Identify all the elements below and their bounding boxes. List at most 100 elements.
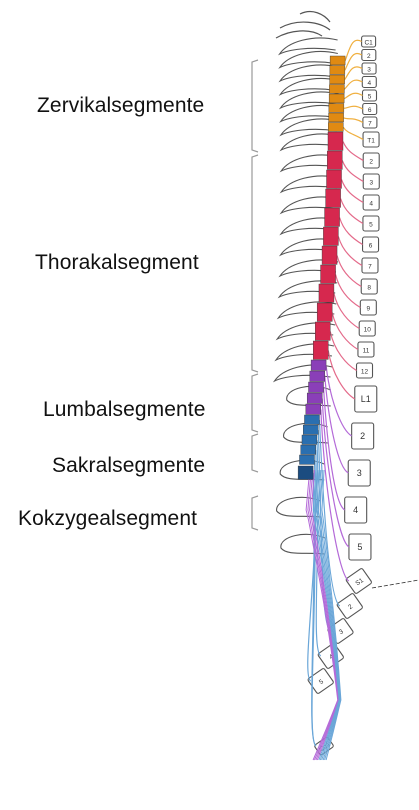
cord-segment-coccygeal-1 [298,466,313,479]
vertebra-thoracic-1: T1 [363,132,379,147]
skull-base [276,12,330,38]
cord-segment-sacral-3 [302,435,317,444]
vertebra-cervical-3: 3 [362,63,376,74]
bracket-thoracic [252,155,258,372]
vertebra-label: C1 [364,40,373,47]
vertebra-label: 6 [369,243,373,250]
nerve-root-thoracic [334,294,359,329]
nerve-root-lumbar [326,366,352,437]
nerve-root-thoracic [343,142,363,161]
vertebra-label: 12 [361,369,369,376]
nerve-root-thoracic [328,351,355,400]
vertebra-cervical-6: 6 [363,104,377,115]
vertebra-cervical-4: 4 [362,77,376,88]
vertebra-label: 3 [367,67,371,74]
vertebra-label: 4 [369,201,373,208]
vertebra-thoracic-2: 2 [363,153,379,168]
cord-segment-thoracic-1 [328,132,343,150]
vertebra-label: L1 [361,394,371,404]
label-thoracic: Thorakalsegment [35,251,199,275]
bracket-lumbar [252,374,258,432]
nerve-root-lumbar [325,377,348,474]
vertebra-thoracic-7: 7 [362,258,378,273]
vertebra-label: 11 [363,348,370,355]
cord-segment-lumbar-3 [309,382,324,392]
vertebra-lumbar-3: 3 [348,460,370,486]
nerve-root-cervical [345,40,361,61]
vertebra-thoracic-12: 12 [357,363,373,378]
cord-segment-lumbar-1 [311,360,326,370]
label-cervical: Zervikalsegmente [37,94,204,118]
cord-segment-sacral-5 [299,455,314,464]
cord-segment-sacral-2 [303,425,318,434]
vertebra-label: 9 [367,306,371,313]
nerve-root-thoracic [332,313,358,350]
vertebra-label: T1 [367,138,375,145]
vertebra-label: 3 [357,468,362,478]
nerve-root-cervical [345,67,362,80]
vertebra-lumbar-4: 4 [345,497,367,523]
label-coccygeal: Kokzygealsegment [18,507,197,531]
label-lumbar: Lumbalsegmente [43,398,206,422]
vertebra-sacral-2: 2 [336,593,363,619]
cord-segment-sacral-4 [301,445,316,454]
cord-segment-thoracic-6 [323,227,338,245]
cord-segment-thoracic-2 [327,151,342,169]
vertebra-lumbar-5: 5 [349,534,371,560]
cord-segment-thoracic-12 [313,341,328,359]
cord-segment-cervical-2 [330,66,345,75]
nerve-root-cervical [344,118,363,123]
nerve-root-thoracic [337,256,361,287]
vertebra-label: 8 [367,285,371,292]
nerve-root-cervical [344,80,362,89]
cord-segment-thoracic-4 [326,189,341,207]
vertebra-label: 5 [368,94,372,101]
vertebra-cervical-2: 2 [362,50,376,61]
cord-segment-thoracic-11 [315,322,330,340]
vertebra-thoracic-3: 3 [363,174,379,189]
cord-segment-thoracic-10 [317,303,332,321]
vertebra-thoracic-5: 5 [363,216,379,231]
nerve-root-cervical [344,93,362,99]
cord-segment-cervical-1 [330,56,345,65]
nerve-root-thoracic [336,275,361,308]
cord-segment-lumbar-5 [306,404,321,414]
nerve-root-thoracic [342,180,364,203]
cord-segment-thoracic-8 [321,265,336,283]
vertebra-thoracic-4: 4 [363,195,379,210]
level-marker-line [372,580,419,588]
vertebra-cervical-1: C1 [362,36,376,47]
cord-segment-sacral-1 [304,415,319,424]
vertebra-label: 10 [364,327,372,334]
vertebra-label: 2 [367,53,371,60]
cord-segment-cervical-3 [330,75,345,84]
nerve-root-thoracic [341,199,363,224]
vertebra-lumbar-1: L1 [355,386,377,412]
bracket-cervical [252,60,258,152]
cord-segment-thoracic-5 [325,208,340,226]
vertebra-sacral-1: S1 [345,568,372,594]
vertebra-thoracic-9: 9 [360,300,376,315]
cord-segment-cervical-4 [329,85,344,94]
vertebra-cervical-5: 5 [363,90,377,101]
vertebra-thoracic-10: 10 [359,321,375,336]
vertebra-label: 7 [368,121,372,128]
vertebra-thoracic-11: 11 [358,342,374,357]
nerve-root-cervical [344,106,363,109]
vertebra-thoracic-8: 8 [361,279,377,294]
vertebra-label: 5 [357,542,362,552]
bracket-sacral [252,434,258,472]
vertebra-thoracic-6: 6 [363,237,379,252]
vertebra-label: 5 [369,222,373,229]
cord-segment-cervical-6 [329,104,344,113]
vertebra-label: 3 [369,180,373,187]
cord-segment-cervical-7 [329,113,344,122]
vertebra-label: 6 [368,107,372,114]
vertebra-label: 4 [367,80,371,87]
nerve-root-thoracic [338,237,362,266]
vertebra-label: 2 [360,431,365,441]
cord-segment-thoracic-7 [322,246,337,264]
vertebra-cervical-7: 7 [363,117,377,128]
nerve-root-cervical [343,127,363,139]
